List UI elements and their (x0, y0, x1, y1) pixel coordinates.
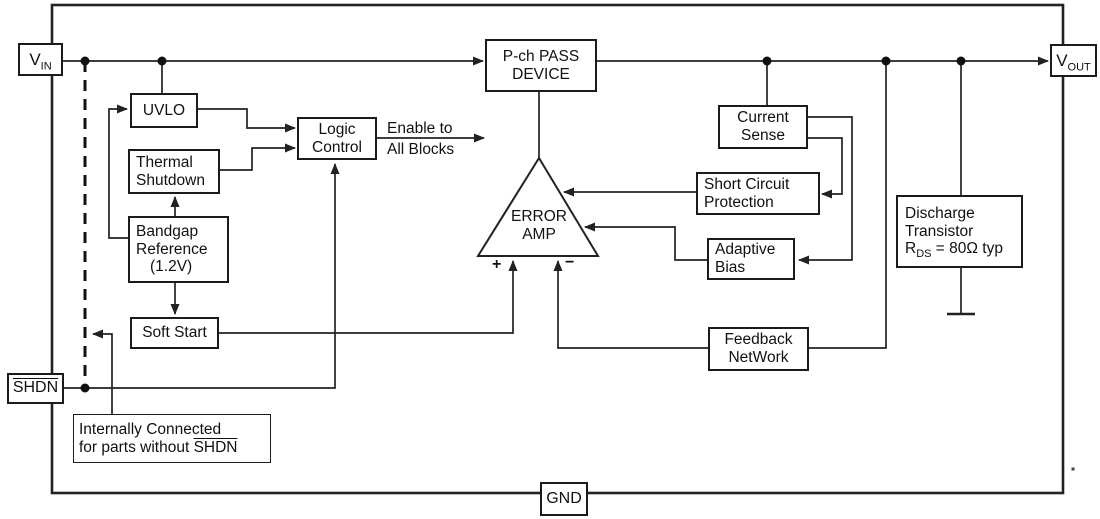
logic-control-block: Logic Control (297, 117, 377, 160)
wire-thermal-to-logic (220, 143, 296, 171)
feedback-network-label-line1: Feedback (724, 331, 793, 349)
thermal-shutdown-block: Thermal Shutdown (128, 149, 220, 194)
wire-currentsense-to-adaptivebias (798, 116, 853, 265)
thermal-shutdown-label-line2: Shutdown (136, 171, 205, 189)
short-circuit-label-line2: Protection (704, 193, 774, 211)
logic-control-label-line1: Logic (318, 120, 356, 138)
wire-adaptivebias-to-erroramp (584, 222, 707, 261)
wire-note-leader (92, 329, 113, 414)
enable-annotation-line2: All Blocks (387, 141, 455, 158)
wire-currentsense-to-shortcircuit (808, 137, 843, 199)
wire-uvlo-to-logic (198, 108, 296, 133)
pin-vin-sub: IN (40, 60, 52, 73)
error-amp-label-line2: AMP (522, 225, 556, 243)
pin-vout-label: VOUT (1056, 50, 1091, 74)
note-line2: for parts without SHDN (79, 439, 270, 457)
wire-bandgap-to-uvlo (108, 104, 128, 239)
pass-device-label-line1: P-ch PASS (502, 47, 580, 65)
junction-dot (956, 56, 966, 66)
pin-vout: VOUT (1050, 44, 1097, 77)
pin-gnd-label: GND (546, 489, 582, 507)
rds-sub: DS (916, 248, 932, 261)
enable-annotation-line1: Enable to (387, 120, 453, 137)
current-sense-block: Current Sense (718, 105, 808, 149)
discharge-label-line1: Discharge (905, 204, 975, 222)
current-sense-label-line1: Current (737, 109, 789, 127)
bandgap-label-line1: Bandgap (136, 222, 199, 240)
pin-vin-label: VIN (29, 49, 52, 73)
rds-value: = 80Ω typ (931, 240, 1003, 258)
pin-vout-base: V (1056, 50, 1068, 70)
adaptive-bias-label-line1: Adaptive (715, 241, 776, 259)
junction-dot (80, 383, 90, 393)
error-amp-plus-sign: + (492, 256, 502, 273)
feedback-network-label-line2: NetWork (728, 349, 789, 366)
junction-dot (762, 56, 772, 66)
stray-dot (1071, 467, 1075, 471)
pass-device-label-line2: DEVICE (512, 65, 570, 83)
discharge-label-line2: Transistor (905, 222, 974, 240)
junction-dots (80, 56, 966, 393)
error-amp-triangle (476, 156, 600, 257)
junction-dot (157, 56, 167, 66)
note-line1: Internally Connected (79, 420, 222, 438)
uvlo-block: UVLO (130, 93, 198, 128)
uvlo-label: UVLO (142, 101, 186, 119)
thermal-shutdown-label-line1: Thermal (136, 153, 193, 171)
internal-connection-note: Internally Connected for parts without S… (73, 414, 271, 463)
pin-vin: VIN (18, 43, 63, 76)
error-amp-label: ERROR AMP (479, 208, 599, 244)
wire-feedback-to-rail (809, 61, 887, 349)
pin-shdn-label: SHDN (12, 379, 59, 397)
adaptive-bias-label-line2: Bias (715, 259, 746, 276)
error-amp-label-line1: ERROR (511, 208, 567, 225)
wire-shdn-to-logic (64, 163, 340, 389)
bandgap-label-line2: Reference (136, 240, 208, 258)
pass-device-block: P-ch PASS DEVICE (485, 39, 597, 92)
junction-dot (80, 56, 90, 66)
pin-shdn: SHDN (7, 373, 64, 404)
junction-dot (881, 56, 891, 66)
soft-start-label: Soft Start (142, 324, 207, 342)
wire-softstart-to-plus-input (219, 260, 518, 334)
error-amp-minus-sign: − (565, 254, 575, 271)
bandgap-reference-block: Bandgap Reference (1.2V) (128, 216, 229, 283)
short-circuit-protection-block: Short Circuit Protection (696, 172, 820, 215)
pin-vout-sub: OUT (1067, 61, 1091, 74)
feedback-network-block: Feedback NetWork (708, 327, 809, 371)
note-line2-shdn: SHDN (193, 438, 238, 456)
rds-base: R (905, 240, 917, 258)
discharge-transistor-block: Discharge Transistor RDS = 80Ω typ (896, 195, 1023, 268)
short-circuit-label-line1: Short Circuit (704, 175, 790, 193)
adaptive-bias-block: Adaptive Bias (707, 238, 795, 280)
pin-gnd: GND (540, 482, 588, 516)
current-sense-label-line2: Sense (741, 127, 785, 144)
bandgap-label-line3: (1.2V) (150, 258, 193, 276)
wire-feedback-to-minus-input (553, 260, 708, 349)
pin-vin-base: V (29, 49, 41, 69)
discharge-label-line3: RDS = 80Ω typ (905, 240, 1021, 261)
note-line2-prefix: for parts without (79, 438, 194, 456)
soft-start-block: Soft Start (130, 317, 219, 349)
logic-control-label-line2: Control (312, 138, 362, 156)
